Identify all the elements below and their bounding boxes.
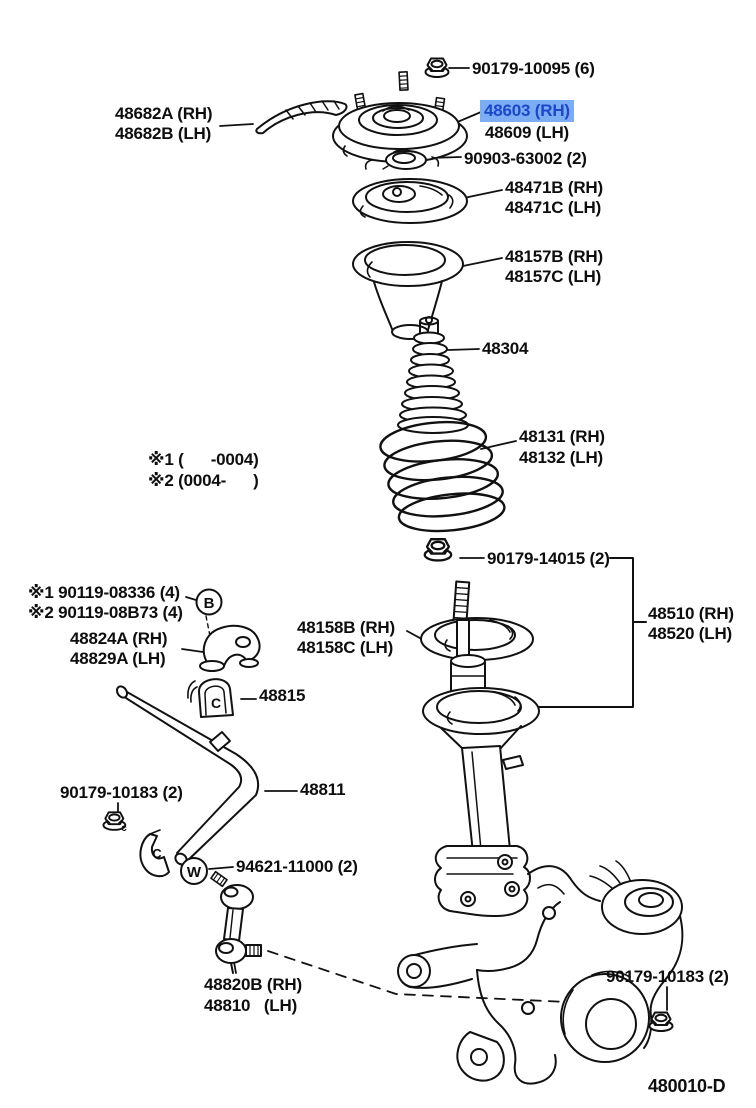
- support-nut-drawing: [424, 57, 450, 78]
- marker-c-bushing-label: C: [211, 695, 221, 711]
- rod-nut-drawing: [423, 538, 453, 562]
- part-label-absorber-rh[interactable]: 48510 (RH): [648, 604, 734, 623]
- diagram-code: 480010-D: [648, 1076, 726, 1096]
- part-label-insulator-rh[interactable]: 48157B (RH): [505, 247, 603, 266]
- part-label-support-nut[interactable]: 90179-10095 (6): [472, 59, 595, 78]
- part-label-seal-rh[interactable]: 48682A (RH): [115, 104, 213, 123]
- stabilizer-bracket-drawing: [199, 624, 261, 672]
- marker-b-label: B: [204, 595, 215, 612]
- part-label-support-washer[interactable]: 90903-63002 (2): [464, 149, 587, 168]
- link-nut-drawing: [648, 1011, 674, 1032]
- part-label-seat-rh[interactable]: 48471B (RH): [505, 178, 603, 197]
- part-label-boot[interactable]: 48304: [482, 339, 529, 358]
- part-label-bar-bracket-lh[interactable]: 48829A (LH): [70, 649, 166, 668]
- part-label-stabilizer-bar[interactable]: 48811: [300, 780, 346, 799]
- part-label-absorber-lh[interactable]: 48520 (LH): [648, 624, 732, 643]
- note-bolt-1: ※1 90119-08336 (4): [28, 583, 180, 602]
- part-label-insulator-lh[interactable]: 48157C (LH): [505, 267, 602, 286]
- marker-c-nut-label: c: [121, 823, 127, 834]
- part-label-support-lh[interactable]: 48609 (LH): [485, 123, 569, 142]
- part-label-spring-lh[interactable]: 48132 (LH): [519, 448, 603, 467]
- steering-knuckle-drawing: [397, 860, 684, 1085]
- part-label-link-washer[interactable]: 94621-11000 (2): [236, 857, 358, 876]
- marker-w-circle: [180, 857, 208, 885]
- stabilizer-bush-drawing: [187, 678, 234, 718]
- stabilizer-bar-drawing: [115, 685, 260, 866]
- marker-c-bracket-label: C: [152, 846, 162, 861]
- part-label-support-rh[interactable]: 48603 (RH): [480, 100, 574, 122]
- spring-insulator-drawing: [352, 241, 464, 340]
- note-spring-1: ※1 ( -0004): [148, 450, 259, 469]
- bar-clamp-bracket-drawing: [139, 829, 170, 878]
- support-seal-drawing: [255, 100, 348, 135]
- part-label-bumper-lh[interactable]: 48158C (LH): [297, 638, 394, 657]
- stabilizer-link-drawing: [210, 870, 262, 974]
- part-label-bracket-nut[interactable]: 90179-10183 (2): [60, 783, 183, 802]
- part-label-link-lh[interactable]: 48810 (LH): [204, 996, 298, 1015]
- marker-w-label: W: [187, 864, 202, 881]
- part-label-link-rh[interactable]: 48820B (RH): [204, 975, 302, 994]
- part-label-bar-bush[interactable]: 48815: [259, 686, 306, 705]
- note-spring-2: ※2 (0004- ): [148, 471, 259, 490]
- marker-b-circle: [195, 588, 223, 616]
- support-washer-drawing: [382, 148, 427, 170]
- part-label-seal-lh[interactable]: 48682B (LH): [115, 124, 212, 143]
- highlighted-part-number[interactable]: 48603 (RH): [480, 100, 574, 122]
- note-bolt-2: ※2 90119-08B73 (4): [28, 603, 183, 622]
- dust-boot-drawing: [397, 316, 469, 434]
- part-label-bar-bracket-rh[interactable]: 48824A (RH): [70, 629, 168, 648]
- part-label-link-nut[interactable]: 90179-10183 (2): [606, 967, 729, 986]
- spring-seat-drawing: [352, 178, 468, 224]
- part-label-seat-lh[interactable]: 48471C (LH): [505, 198, 602, 217]
- part-label-bumper-rh[interactable]: 48158B (RH): [297, 618, 395, 637]
- coil-spring-drawing: [379, 420, 506, 533]
- part-label-rod-nut[interactable]: 90179-14015 (2): [487, 549, 610, 568]
- part-label-spring-rh[interactable]: 48131 (RH): [519, 427, 605, 446]
- shock-absorber-drawing: [420, 580, 540, 918]
